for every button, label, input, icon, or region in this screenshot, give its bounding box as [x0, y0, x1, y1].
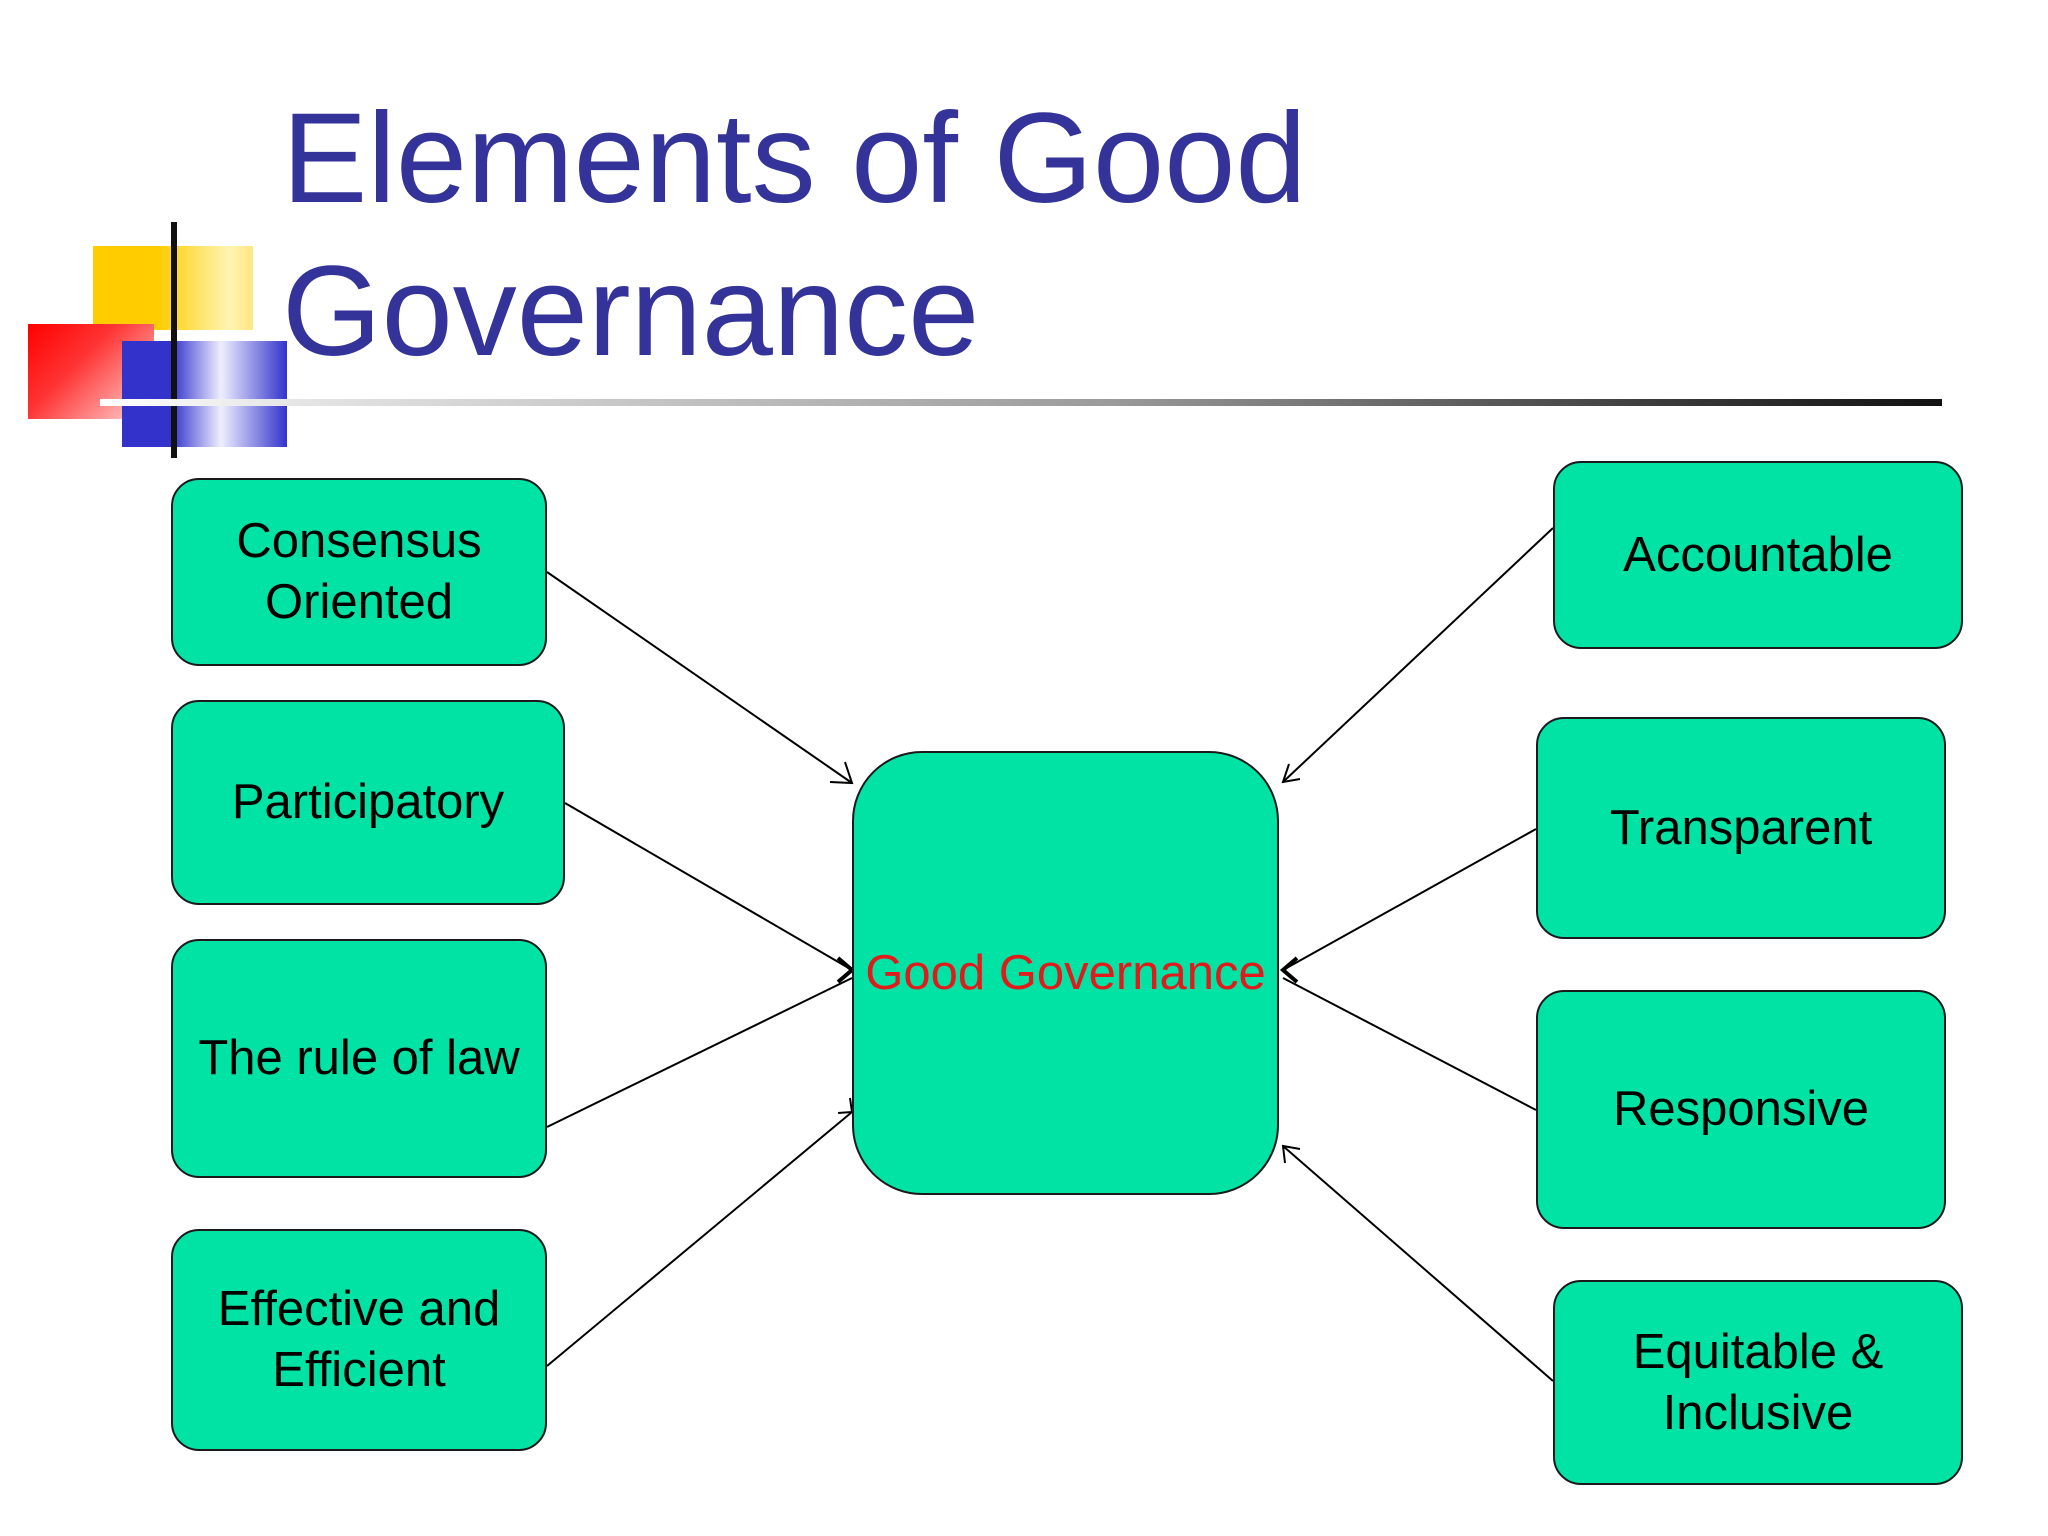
arrow-accountable — [1282, 527, 1554, 783]
slide-title-line-2: Governance — [282, 240, 980, 383]
node-equitable-inclusive-label: Equitable & Inclusive — [1632, 1324, 1884, 1440]
arrowhead-effective — [837, 1097, 854, 1114]
node-rule-of-law: The rule of law — [171, 939, 547, 1178]
arrow-participatory — [564, 802, 853, 971]
arrow-equitable — [1282, 1145, 1554, 1382]
node-good-governance: Good Governance — [852, 751, 1279, 1195]
arrowhead-accountable — [1281, 763, 1301, 784]
node-effective-efficient: Effective and Efficient — [171, 1229, 547, 1451]
slide-title-line-1: Elements of Good — [282, 87, 1307, 230]
node-good-governance-label: Good Governance — [865, 945, 1266, 1000]
node-consensus-oriented: Consensus Oriented — [171, 478, 547, 666]
arrowhead-equitable — [1281, 1144, 1301, 1164]
node-equitable-inclusive: Equitable & Inclusive — [1553, 1280, 1963, 1485]
node-rule-of-law-label: The rule of law — [198, 1031, 520, 1085]
arrow-transparent — [1282, 828, 1537, 971]
node-transparent-label: Transparent — [1609, 800, 1873, 855]
arrowhead-transparent — [1279, 956, 1299, 984]
node-consensus-oriented-label: Consensus Oriented — [236, 514, 482, 629]
node-accountable-label: Accountable — [1623, 527, 1893, 582]
title-underline — [100, 399, 1942, 406]
arrow-effective — [546, 1111, 853, 1367]
node-participatory: Participatory — [171, 700, 565, 905]
node-responsive-label: Responsive — [1612, 1082, 1870, 1136]
arrow-responsive — [1282, 977, 1537, 1111]
node-participatory-label: Participatory — [231, 775, 505, 829]
node-effective-efficient-label: Effective and Efficient — [217, 1282, 501, 1397]
node-responsive: Responsive — [1536, 990, 1946, 1229]
arrow-rule-of-law — [546, 977, 853, 1128]
arrowhead-consensus — [829, 761, 854, 785]
arrow-consensus — [546, 571, 853, 784]
node-accountable: Accountable — [1553, 461, 1963, 649]
decor-blue-square — [122, 341, 287, 447]
decor-vertical-line — [171, 222, 177, 458]
node-transparent: Transparent — [1536, 717, 1946, 939]
slide-title: Elements of Good Governance — [282, 82, 1782, 388]
